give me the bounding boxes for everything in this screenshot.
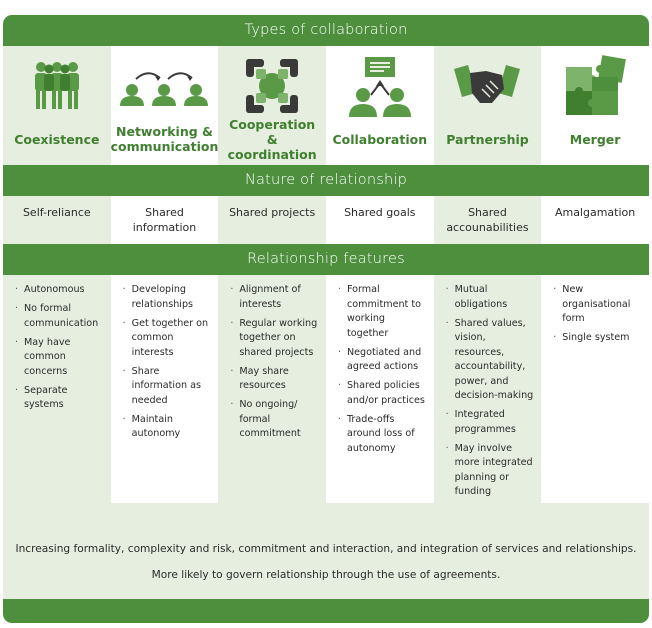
type-label: Merger: [569, 131, 621, 147]
feature-list: Formal commitment to working togetherNeg…: [326, 275, 434, 456]
feature-item: Negotiated and agreed actions: [338, 346, 428, 375]
nature-cell: Amalgamation: [541, 196, 649, 244]
type-label: Coexistence: [14, 131, 100, 147]
footer-bar: [3, 599, 649, 623]
feature-item: No formal communication: [15, 302, 105, 331]
network-people-icon: [120, 72, 209, 106]
feature-item: Integrated programmes: [446, 408, 536, 437]
feature-list: Developing relationshipsGet together on …: [111, 275, 219, 442]
people-group-icon: [34, 62, 79, 109]
type-label: Cooperation & coordination: [227, 116, 317, 162]
nature-cell: Shared projects: [218, 196, 326, 244]
feature-item: Regular working together on shared proje…: [230, 317, 320, 361]
feature-item: Autonomous: [15, 283, 105, 298]
feature-list: New organisational formSingle system: [541, 275, 649, 346]
feature-item: Get together on common interests: [123, 317, 213, 361]
feature-item: May involve more integrated planning or …: [446, 442, 536, 500]
nature-cell: Shared accounabilities: [433, 196, 542, 244]
feature-item: Formal commitment to working together: [338, 283, 428, 341]
feature-item: Mutual obligations: [446, 283, 536, 312]
shared-goal-icon: [348, 57, 411, 117]
type-cooperation: Cooperation & coordination: [218, 46, 326, 165]
features-row: Autonomous No formal communicationMay hav…: [3, 275, 649, 503]
features-header: Relationship features: [3, 244, 649, 275]
feature-item: Developing relationships: [123, 283, 213, 312]
summary-line-2: More likely to govern relationship throu…: [151, 569, 501, 581]
feature-item: Maintain autonomy: [123, 413, 213, 442]
collaboration-diagram: Types of collaboration Coexistence: [3, 15, 649, 623]
type-networking: Networking & communication: [110, 46, 219, 165]
nature-row: Self-reliance Shared information Shared …: [3, 196, 649, 244]
features-cell: Developing relationshipsGet together on …: [110, 275, 219, 503]
nature-header: Nature of relationship: [3, 165, 649, 196]
type-coexistence: Coexistence: [3, 46, 111, 165]
types-row: Coexistence Networking & communication: [3, 46, 649, 165]
hands-circle-icon: [246, 59, 299, 113]
feature-item: Trade-offs around loss of autonomy: [338, 413, 428, 457]
type-label: Networking & communication: [110, 124, 219, 154]
feature-item: Single system: [553, 331, 643, 346]
feature-item: New organisational form: [553, 283, 643, 327]
puzzle-icon: [566, 55, 627, 115]
feature-item: May share resources: [230, 365, 320, 394]
feature-item: Shared policies and/or practices: [338, 379, 428, 408]
feature-list: Autonomous No formal communicationMay hav…: [3, 275, 111, 413]
features-cell: New organisational formSingle system: [541, 275, 649, 503]
feature-item: May have common concerns: [15, 336, 105, 380]
nature-cell: Shared information: [110, 196, 219, 244]
feature-item: Alignment of interests: [230, 283, 320, 312]
feature-item: Shared values, vision, resources, accoun…: [446, 317, 536, 404]
features-cell: Autonomous No formal communicationMay hav…: [3, 275, 111, 503]
types-header: Types of collaboration: [3, 15, 649, 46]
type-merger: Merger: [541, 46, 649, 165]
features-cell: Mutual obligationsShared values, vision,…: [433, 275, 542, 503]
features-cell: Formal commitment to working togetherNeg…: [325, 275, 434, 503]
features-cell: Alignment of interestsRegular working to…: [218, 275, 326, 503]
type-label: Collaboration: [332, 131, 428, 147]
feature-item: Separate systems: [15, 384, 105, 413]
summary-panel: Increasing formality, complexity and ris…: [3, 503, 649, 599]
nature-cell: Shared goals: [325, 196, 434, 244]
type-label: Partnership: [446, 131, 529, 147]
nature-cell: Self-reliance: [3, 196, 111, 244]
handshake-icon: [454, 65, 521, 103]
type-collaboration: Collaboration: [325, 46, 434, 165]
feature-list: Mutual obligationsShared values, vision,…: [434, 275, 542, 500]
summary-line-1: Increasing formality, complexity and ris…: [15, 543, 637, 555]
feature-item: No ongoing/ formal commitment: [230, 398, 320, 442]
type-partnership: Partnership: [433, 46, 542, 165]
feature-item: Share information as needed: [123, 365, 213, 409]
feature-list: Alignment of interestsRegular working to…: [218, 275, 326, 442]
